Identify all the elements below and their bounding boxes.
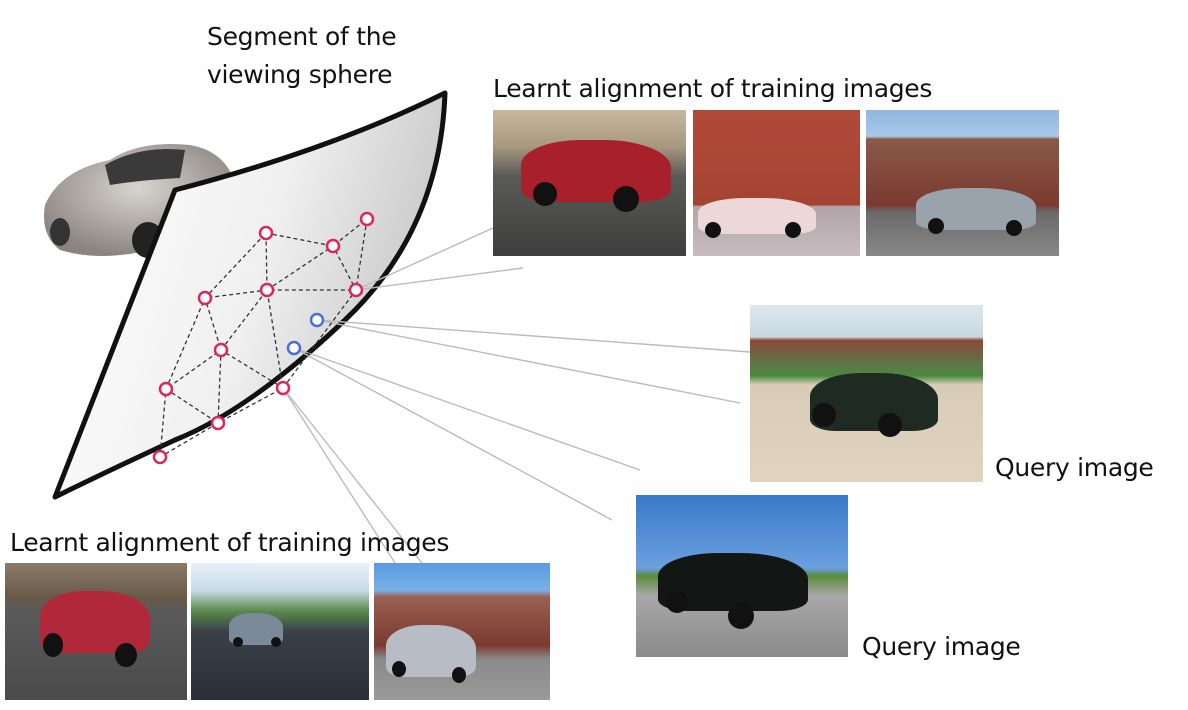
top-training-label: Learnt alignment of training images	[493, 74, 933, 103]
sphere-segment	[52, 90, 448, 500]
training-view-nodes	[152, 211, 375, 465]
query-label-1: Query image	[995, 453, 1154, 482]
connector-lines	[282, 227, 751, 564]
query-view-nodes	[286, 312, 325, 356]
query-image-2	[636, 495, 848, 657]
training-image-top-1	[493, 110, 686, 256]
training-image-top-3	[866, 110, 1059, 256]
query-label-2: Query image	[862, 632, 1021, 661]
training-image-bottom-1	[5, 563, 187, 700]
training-image-top-2	[693, 110, 860, 256]
query-image-1	[750, 305, 983, 482]
training-image-bottom-3	[374, 563, 550, 700]
sphere-label-line1: Segment of the	[207, 22, 397, 51]
training-image-bottom-2	[191, 563, 369, 700]
bottom-training-label: Learnt alignment of training images	[10, 528, 450, 557]
sphere-label-line2: viewing sphere	[207, 60, 393, 89]
